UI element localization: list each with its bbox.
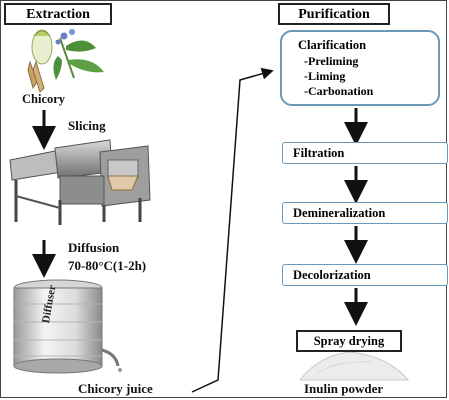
clarification-step: -Preliming xyxy=(304,54,359,68)
clarification-box: Clarification -Preliming -Liming -Carbon… xyxy=(280,30,440,106)
arrow-juice-to-clarification xyxy=(191,67,274,393)
demineralization-box: Demineralization xyxy=(282,202,448,224)
chicory-juice-label: Chicory juice xyxy=(78,381,153,396)
diffuser-tank-icon xyxy=(13,279,122,374)
slicing-machine-icon xyxy=(9,139,151,225)
clarification-step: -Liming xyxy=(304,69,346,83)
decolorization-box: Decolorization xyxy=(282,264,448,286)
diffusion-condition-label: 70-80°C(1-2h) xyxy=(68,258,147,273)
decolorization-label: Decolorization xyxy=(293,268,371,282)
inulin-powder-pile-icon xyxy=(298,351,410,381)
filtration-label: Filtration xyxy=(293,146,345,160)
chicory-plant-icon xyxy=(27,29,104,93)
slicing-label: Slicing xyxy=(68,118,106,133)
chicory-label: Chicory xyxy=(22,92,66,106)
clarification-step: -Carbonation xyxy=(304,84,374,98)
diffusion-label: Diffusion xyxy=(68,240,120,255)
purification-header: Purification xyxy=(278,3,390,25)
clarification-label: Clarification xyxy=(298,38,367,52)
extraction-header: Extraction xyxy=(4,3,112,25)
filtration-box: Filtration xyxy=(282,142,448,164)
demineralization-label: Demineralization xyxy=(293,206,386,220)
inulin-powder-label: Inulin powder xyxy=(304,381,384,396)
spray-drying-box: Spray drying xyxy=(296,330,402,352)
